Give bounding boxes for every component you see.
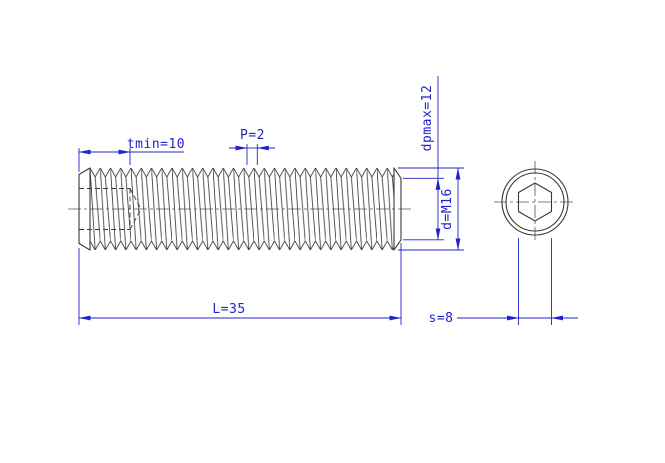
outer-diameter-circle [501, 168, 569, 236]
dim-pitch: P=2 [229, 128, 275, 165]
dim-length: L=35 [78, 243, 402, 325]
socket-width-label: s=8 [429, 311, 454, 326]
point-end [393, 167, 402, 251]
thread-pattern-body [90, 168, 394, 250]
left-end [78, 167, 91, 251]
length-label: L=35 [212, 302, 245, 317]
socket-depth-label: tmin=10 [127, 137, 185, 152]
pitch-label: P=2 [240, 128, 265, 143]
hex-socket-polygon [517, 182, 553, 222]
dim-point-diameter: dpmax=12 [403, 76, 444, 241]
dim-socket-width: s=8 [429, 238, 578, 326]
dim-socket-depth: tmin=10 [78, 137, 185, 172]
end-view [494, 161, 576, 243]
point-diameter-label: dpmax=12 [420, 85, 435, 152]
side-view [68, 167, 412, 251]
chamfer-circle [505, 172, 565, 232]
thread-diameter-label: d=M16 [440, 188, 455, 230]
hex-socket-hidden-lines [79, 188, 142, 230]
dim-thread-diameter: d=M16 [398, 167, 464, 251]
